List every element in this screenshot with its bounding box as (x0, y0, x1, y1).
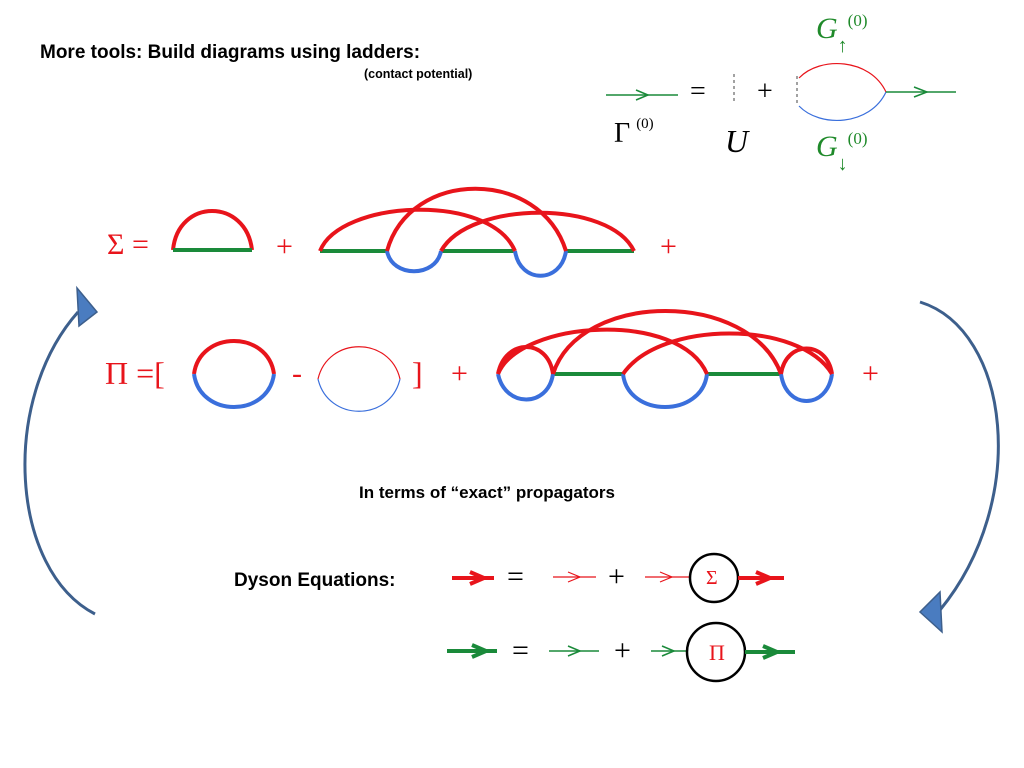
sigma-plus-1: + (276, 230, 293, 263)
sigma-diagram-2 (318, 186, 636, 278)
gamma-label: Γ(0) (614, 115, 654, 149)
dyson-bare-gamma-2 (651, 645, 688, 657)
pi-circle (685, 621, 747, 683)
g-up-propagator (798, 63, 887, 93)
g-down-label: G↓(0) (816, 129, 868, 175)
page-subtitle: (contact potential) (364, 67, 473, 81)
pi-minus: - (292, 357, 302, 390)
dyson-plus-2: + (614, 634, 631, 667)
exact-caption: In terms of “exact” propagators (359, 483, 616, 502)
dyson-plus-1: + (608, 560, 625, 593)
dyson-exact-gamma (447, 643, 497, 659)
dyson-bare-gamma-1 (549, 645, 599, 657)
left-cycle-arrow (23, 285, 99, 616)
g-down-propagator (798, 91, 887, 121)
pi-bubble-bare (317, 346, 401, 412)
dyson-bare-g-up-2 (645, 571, 690, 583)
dyson-equals-1: = (507, 560, 524, 593)
sigma-lhs: Σ = (107, 228, 149, 261)
sigma-plus-2: + (660, 230, 677, 263)
dyson-bare-g-up-1 (553, 571, 596, 583)
gamma-propagator (606, 89, 678, 101)
sigma-circle (688, 552, 740, 604)
sigma-diagram-1 (171, 209, 254, 252)
right-cycle-arrow (918, 300, 1000, 634)
dyson-label: Dyson Equations: (234, 570, 396, 591)
pi-bubble-exact (192, 339, 276, 409)
pi-bracket-close: ] (412, 355, 423, 391)
gamma-out-propagator (886, 86, 956, 98)
dyson-exact-gamma-out (745, 644, 795, 660)
pi-ladder-diagram (496, 309, 834, 409)
g-up-label: G↑(0) (816, 11, 868, 57)
pi-plus-2: + (862, 357, 879, 390)
page-title: More tools: Build diagrams using ladders… (40, 42, 421, 63)
dyson-equals-2: = (512, 634, 529, 667)
pi-plus-1: + (451, 357, 468, 390)
u-label: U (725, 123, 749, 159)
pi-lhs: Π =[ (105, 355, 165, 391)
dyson-exact-g-up-out (738, 570, 784, 586)
ladder-equals: = (690, 76, 706, 107)
dyson-exact-g-up (452, 570, 494, 586)
pi-symbol: Π (709, 640, 725, 665)
ladder-plus: + (757, 76, 773, 107)
sigma-symbol: Σ (706, 567, 718, 589)
